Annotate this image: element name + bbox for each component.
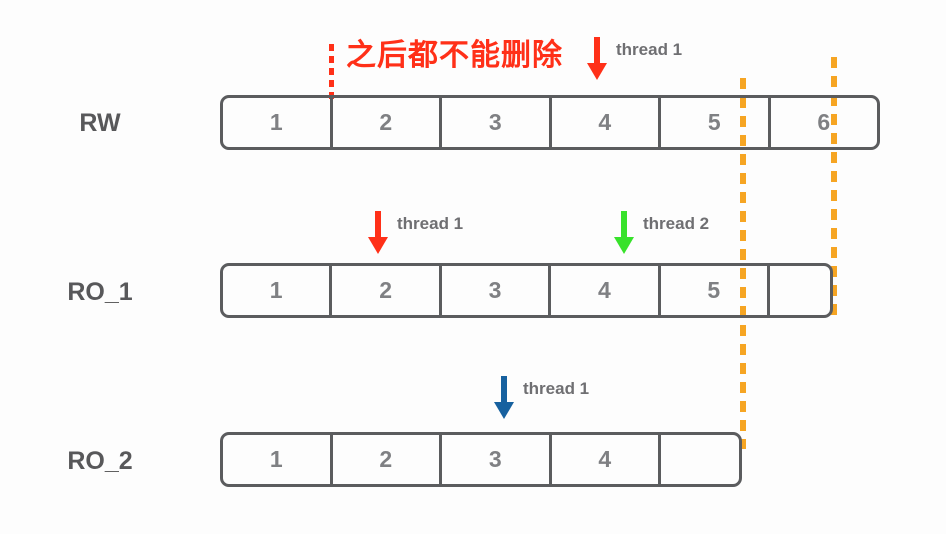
down-arrow-icon: [494, 376, 514, 419]
cell: 1: [269, 277, 283, 303]
cell: 4: [548, 435, 659, 484]
cell: 3: [439, 98, 549, 147]
cell: 1: [269, 446, 283, 472]
cell: 5: [657, 266, 767, 315]
cell: 2: [329, 435, 440, 484]
thread-label: thread 1: [397, 214, 464, 233]
thread-label: thread 2: [643, 214, 710, 233]
row-label-ro1: RO_1: [67, 278, 133, 306]
cell: 6: [767, 98, 878, 147]
thread2-arrow-ro1: thread 2: [614, 211, 709, 254]
thread1-arrow-ro2: thread 1: [494, 376, 589, 419]
cell: 3: [439, 435, 549, 484]
cell: 4: [548, 98, 659, 147]
cell: 2: [329, 266, 438, 315]
thread-label: thread 1: [616, 40, 683, 59]
cell: 2: [329, 98, 440, 147]
annotation-text: 之后都不能删除: [346, 39, 563, 72]
cell: 5: [658, 98, 768, 147]
thread1-arrow-rw: thread 1: [587, 37, 682, 80]
array-row-ro1: 1 2 3 4 5: [220, 263, 833, 318]
thread1-arrow-ro1: thread 1: [368, 211, 463, 254]
empty-cell: [767, 266, 830, 315]
empty-cell: [658, 435, 739, 484]
array-row-ro2: 1 2 3 4: [220, 432, 742, 487]
row-label-rw: RW: [79, 109, 121, 137]
down-arrow-icon: [368, 211, 388, 254]
down-arrow-icon: [614, 211, 634, 254]
row-label-ro2: RO_2: [67, 447, 133, 475]
thread-label: thread 1: [523, 379, 590, 398]
cell: 3: [438, 266, 548, 315]
orange-dashed-line-2: [831, 57, 837, 318]
array-row-rw: 1 2 3 4 5 6: [220, 95, 880, 150]
cell: 1: [269, 109, 283, 135]
red-dashed-line: [329, 44, 334, 101]
down-arrow-icon: [587, 37, 607, 80]
cell: 4: [548, 266, 657, 315]
